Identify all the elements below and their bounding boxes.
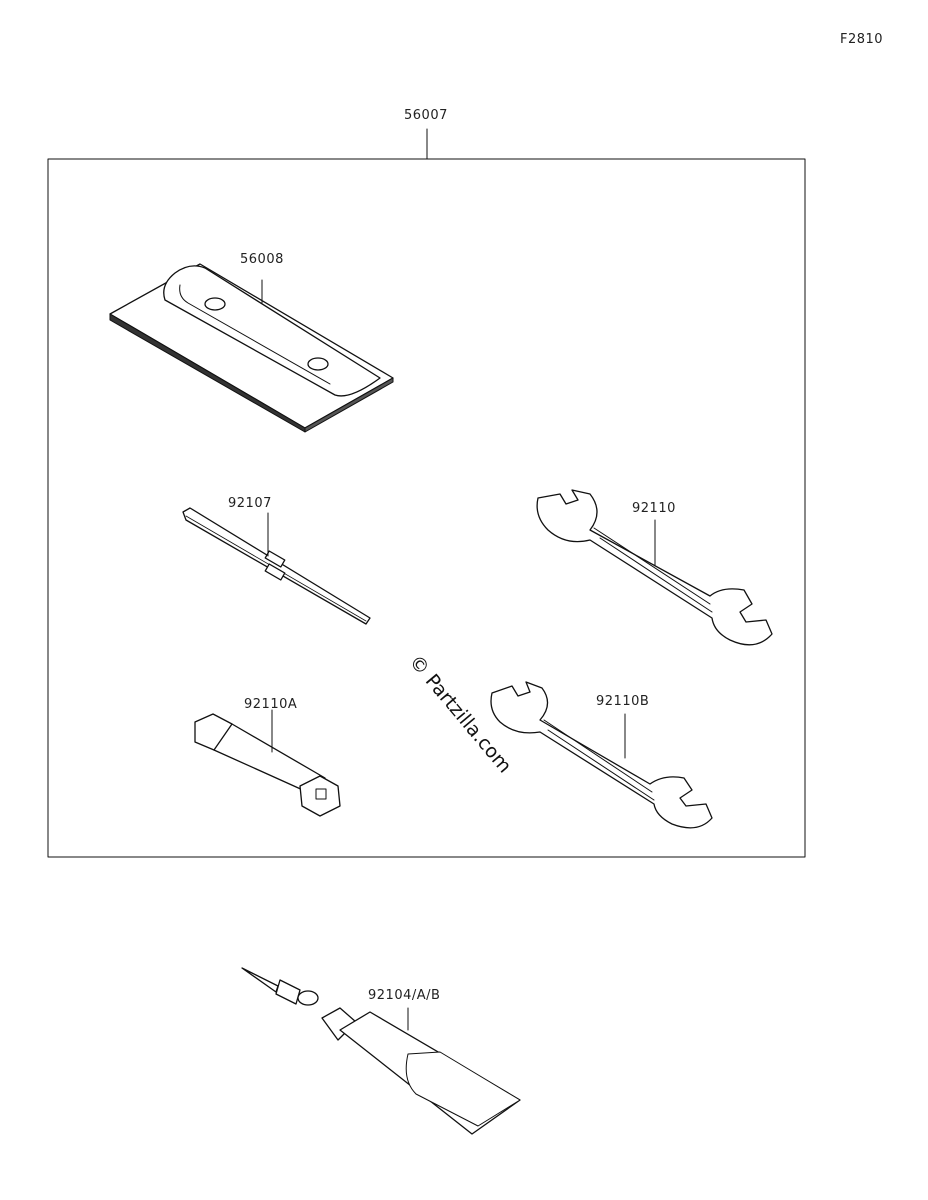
wrench-a-drawing bbox=[536, 489, 773, 646]
part-label-grease-tube[interactable]: 92104/A/B bbox=[368, 988, 441, 1003]
part-label-wrench-b[interactable]: 92110B bbox=[596, 694, 650, 709]
grease-tube-drawing bbox=[241, 967, 521, 1135]
plug-wrench-drawing bbox=[194, 709, 341, 817]
tool-kit-frame bbox=[47, 158, 806, 858]
wrench-b-drawing bbox=[490, 681, 713, 829]
part-label-screwdriver[interactable]: 92107 bbox=[228, 496, 272, 511]
part-label-kit[interactable]: 56007 bbox=[404, 108, 448, 123]
part-label-wrench-a[interactable]: 92110 bbox=[632, 501, 676, 516]
figure-code: F2810 bbox=[840, 32, 884, 47]
tool-case-drawing bbox=[109, 263, 394, 433]
part-label-plug-wrench[interactable]: 92110A bbox=[244, 697, 298, 712]
part-label-case[interactable]: 56008 bbox=[240, 252, 284, 267]
screwdriver-drawing bbox=[182, 507, 371, 625]
